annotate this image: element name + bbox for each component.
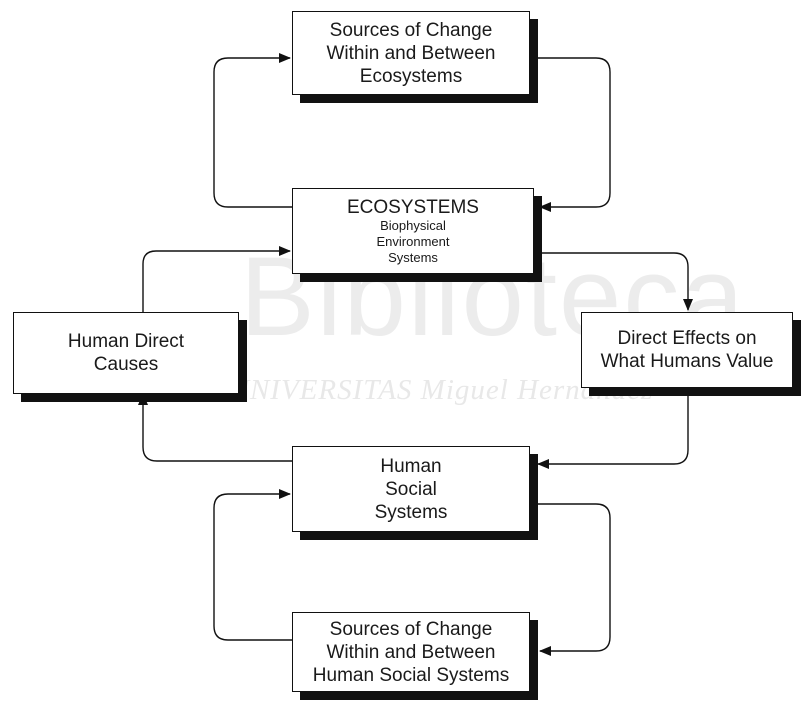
ecosystems-title: ECOSYSTEMS [347,196,479,218]
sources-ecosystems-label: Sources of Change Within and Between Eco… [326,19,496,87]
arrow-causes-to-ecosystems [142,246,291,312]
human-social-systems-label: Human Social Systems [374,455,448,523]
arrow-effects-to-social [537,388,689,469]
arrow-ecosystems-to-effects [534,252,693,311]
arrow-social-to-causes [138,393,292,462]
human-direct-causes-label: Human Direct Causes [67,331,185,375]
ecosystems-box: ECOSYSTEMS Biophysical Environment Syste… [292,188,534,274]
arrow-ecosystems-to-sources [213,53,292,208]
sources-social-label: Sources of Change Within and Between Hum… [312,618,510,686]
sources-social-box: Sources of Change Within and Between Hum… [292,612,530,692]
human-social-systems-box: Human Social Systems [292,446,530,532]
sources-ecosystems-box: Sources of Change Within and Between Eco… [292,11,530,95]
direct-effects-label: Direct Effects on What Humans Value [600,328,774,372]
arrow-sources-to-ecosystems [530,57,611,212]
ecosystems-subtitle: Biophysical Environment Systems [376,217,450,265]
arrow-sources-to-social [213,489,292,641]
human-direct-causes-box: Human Direct Causes [13,312,239,394]
direct-effects-box: Direct Effects on What Humans Value [581,312,793,388]
arrow-social-to-sources [530,503,611,656]
